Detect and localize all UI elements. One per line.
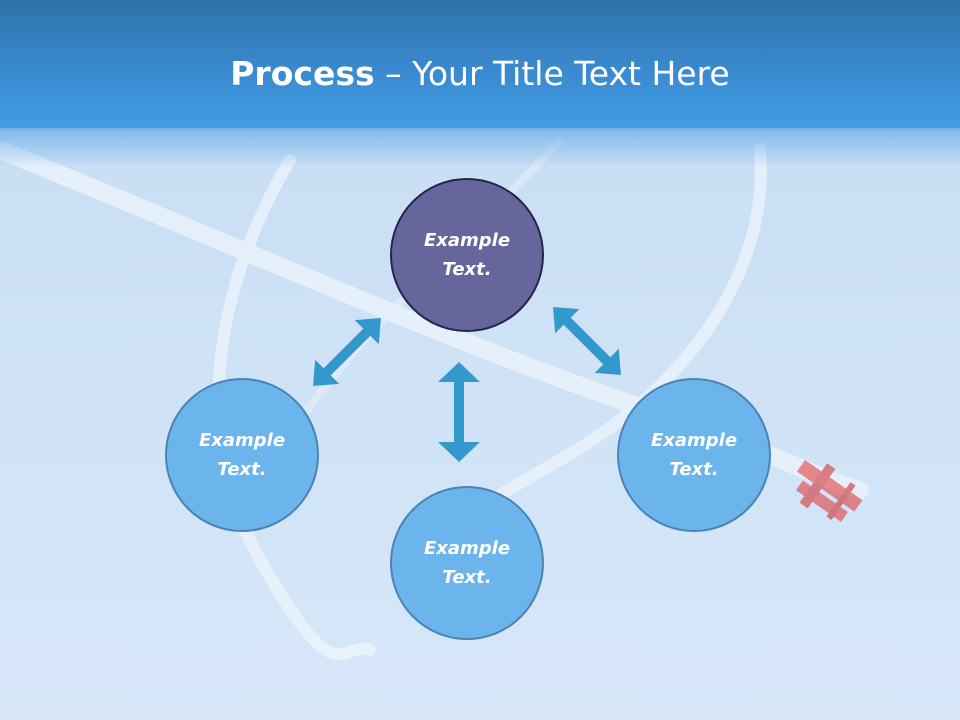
node-left[interactable]: Example Text.	[165, 378, 319, 532]
title-bar-fade	[0, 128, 960, 168]
title-bar	[0, 0, 960, 130]
node-bottom[interactable]: Example Text.	[390, 486, 544, 640]
node-top-label: Example Text.	[423, 230, 511, 280]
double-arrow-icon	[313, 318, 381, 386]
node-left-label: Example Text.	[198, 430, 286, 480]
biplane-icon	[795, 460, 863, 522]
double-arrow-icon	[438, 362, 480, 462]
node-top[interactable]: Example Text.	[390, 178, 544, 332]
node-right[interactable]: Example Text.	[617, 378, 771, 532]
title-rest-part: – Your Title Text Here	[374, 54, 730, 93]
slide-title: Process – Your Title Text Here	[0, 52, 960, 96]
node-right-label: Example Text.	[650, 430, 738, 480]
node-bottom-label: Example Text.	[423, 538, 511, 588]
double-arrow-icon	[553, 307, 621, 375]
title-bold-part: Process	[230, 54, 375, 93]
